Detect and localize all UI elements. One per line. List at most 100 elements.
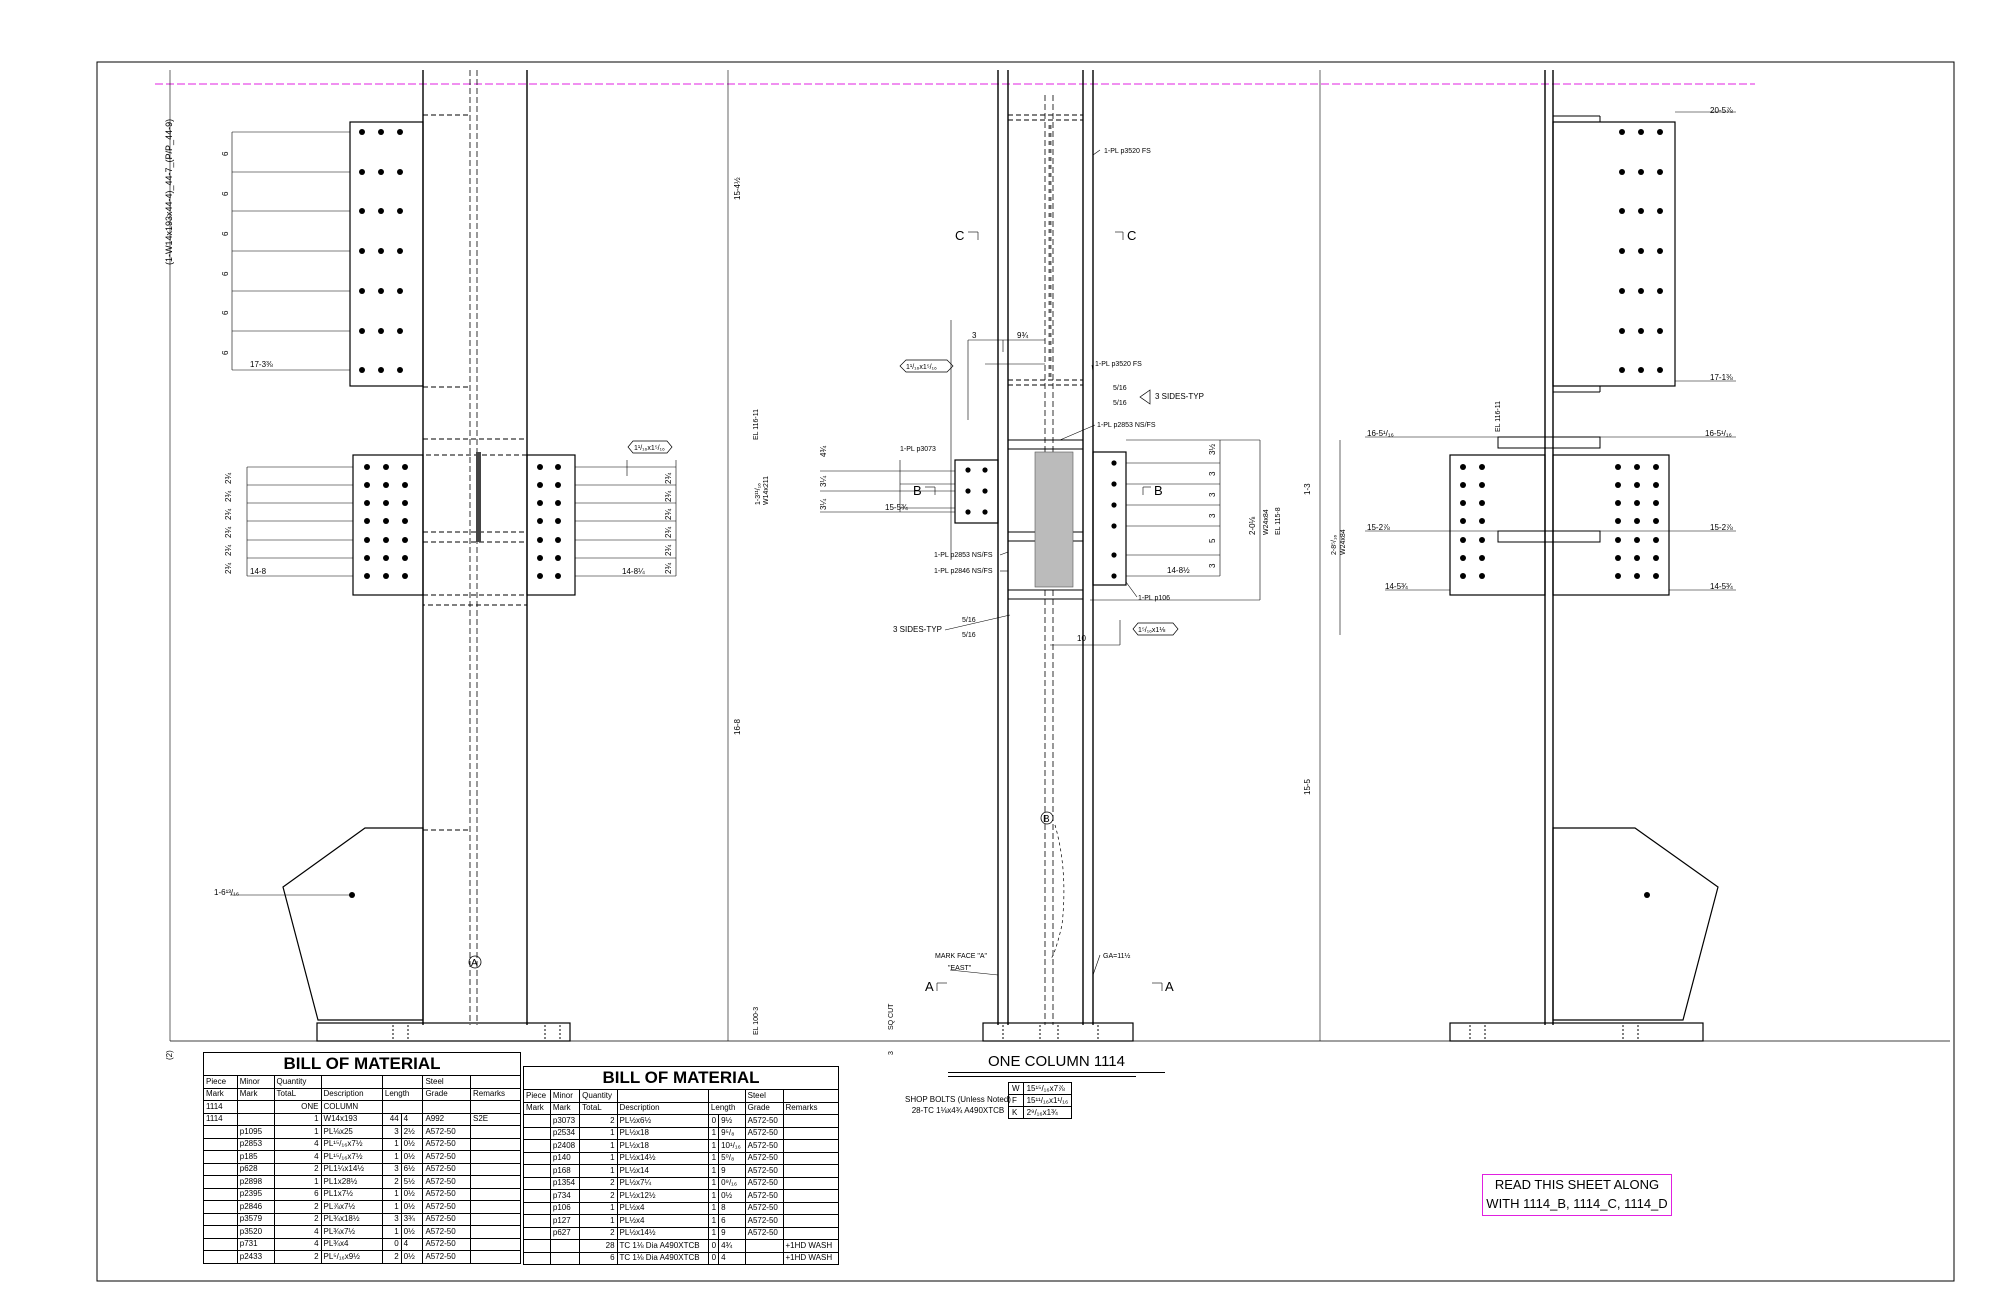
bolt-hole bbox=[1638, 129, 1644, 135]
dim-3-a: 3 bbox=[1208, 471, 1217, 476]
bolt-hole bbox=[1615, 464, 1621, 470]
bolt-hole bbox=[378, 367, 384, 373]
side-label: (1-W14x193x44-4)_44-7_(P/P_44-9) bbox=[164, 119, 174, 265]
dim-3-b: 3 bbox=[1208, 492, 1217, 497]
bolt-hole bbox=[1634, 500, 1640, 506]
sec-c-right: C bbox=[1127, 228, 1136, 243]
dim-3-1-4-b: 3¼ bbox=[819, 499, 828, 510]
pl-3073: 1-PL p3073 bbox=[900, 446, 936, 453]
circle-a-label: A bbox=[471, 958, 478, 969]
dim-6-d: 6 bbox=[221, 271, 230, 276]
bolt-hole bbox=[359, 169, 365, 175]
bolt-hole bbox=[1619, 208, 1625, 214]
bolt-hole bbox=[1479, 537, 1485, 543]
bolt-tag-mid-2: 1⁵/₁₆x1⅛ bbox=[1138, 627, 1165, 634]
bolt-hole bbox=[1460, 500, 1466, 506]
bolt-hole bbox=[359, 129, 365, 135]
bom-left-title: BILL OF MATERIAL bbox=[203, 1052, 521, 1076]
bolt-hole bbox=[378, 208, 384, 214]
bom-right-title: BILL OF MATERIAL bbox=[523, 1066, 839, 1090]
dim-14-8: 14-8 bbox=[250, 567, 267, 576]
view-title: ONE COLUMN 1114 bbox=[948, 1053, 1165, 1073]
dim-2-0-1-8: 2-0⅛ bbox=[1248, 516, 1257, 535]
dim-17-1-3-8: 17-1⅜ bbox=[1710, 373, 1733, 382]
bolt-hole bbox=[378, 169, 384, 175]
bolt-hole bbox=[1653, 518, 1659, 524]
dim-6-e: 6 bbox=[221, 310, 230, 315]
dim-2-3-4-r3: 2¾ bbox=[664, 509, 673, 520]
sides-typ-1: 3 SIDES-TYP bbox=[1155, 392, 1204, 401]
bolt-hole bbox=[537, 537, 543, 543]
dim-3-1-4-a: 3¼ bbox=[819, 476, 828, 487]
el-115-8: EL 115-8 bbox=[1275, 507, 1282, 535]
bolt-hole bbox=[1653, 500, 1659, 506]
side-number: (2) bbox=[165, 1050, 174, 1060]
bolt-hole bbox=[1653, 464, 1659, 470]
bolt-tag-mid-1: 1¹/₁₆x1⁵/₁₆ bbox=[906, 364, 937, 371]
bolt-hole bbox=[1657, 248, 1663, 254]
left-view: 6 6 6 6 6 6 17-3⅜ (1-W14x193x44-4)_44-7_… bbox=[164, 70, 677, 1060]
dim-15-5: 15-5 bbox=[1303, 778, 1312, 795]
bolt-hole bbox=[1638, 328, 1644, 334]
bolt-hole bbox=[383, 555, 389, 561]
weld-5-16-c: 5/16 bbox=[962, 617, 976, 624]
bolt-hole bbox=[1638, 169, 1644, 175]
shear-plate-left bbox=[954, 459, 999, 524]
upper-flange-plate-right bbox=[1552, 121, 1676, 387]
bolt-hole bbox=[1619, 288, 1625, 294]
shop-bolts-note: SHOP BOLTS (Unless Noted) 28-TC 1⅛x4¾ A4… bbox=[905, 1094, 1011, 1116]
read-note-line1: READ THIS SHEET ALONG bbox=[1494, 1177, 1660, 1192]
sec-c-left: C bbox=[955, 228, 964, 243]
dim-14-8-1-2: 14-8½ bbox=[1167, 566, 1190, 575]
dim-3-c: 3 bbox=[1208, 513, 1217, 518]
bolt-hole bbox=[383, 518, 389, 524]
bolt-hole bbox=[1615, 482, 1621, 488]
dim-2-8-5-16: 2-8⁵/₁₆ bbox=[1331, 535, 1338, 555]
bolt-hole bbox=[1615, 555, 1621, 561]
sq-cut: SQ CUT bbox=[888, 1003, 895, 1030]
bolt-hole bbox=[555, 482, 561, 488]
sheet-border bbox=[96, 61, 1955, 1282]
bolt-hole bbox=[1460, 573, 1466, 579]
bolt-hole bbox=[397, 328, 403, 334]
pl-2846-nsfs: 1-PL p2846 NS/FS bbox=[934, 568, 993, 575]
bolt-hole bbox=[1619, 367, 1625, 373]
dim-16-8: 16-8 bbox=[733, 718, 742, 735]
upper-splice-plate bbox=[349, 121, 424, 387]
bolt-hole bbox=[378, 328, 384, 334]
bolt-hole bbox=[359, 328, 365, 334]
right-view: 20-5⅞ 17-1⅜ 16-5¹/₁₆ 16-5¹/₁₆ 15-2⅞ 15-2… bbox=[1331, 70, 1736, 1042]
bolt-hole bbox=[397, 208, 403, 214]
bolt-hole bbox=[402, 555, 408, 561]
bolt-hole bbox=[402, 500, 408, 506]
bolt-hole bbox=[1653, 573, 1659, 579]
dim-2-3-4-r2: 2¾ bbox=[664, 491, 673, 502]
bolt-hole bbox=[359, 288, 365, 294]
dim-2-3-4-r6: 2¾ bbox=[664, 563, 673, 574]
el-116-11: EL 116-11 bbox=[753, 409, 760, 440]
bolt-hole bbox=[402, 573, 408, 579]
bolt-hole bbox=[383, 537, 389, 543]
middle-view: 15-4½ 16-8 EL 116-11 EL 100-3 1-3¹¹/₁₆ W… bbox=[733, 70, 1312, 1055]
el-116-11-right: EL 116-11 bbox=[1495, 401, 1502, 432]
bolt-hole bbox=[364, 573, 370, 579]
bolt-hole bbox=[383, 464, 389, 470]
bolt-hole bbox=[1657, 367, 1663, 373]
base-plate-mid bbox=[982, 1022, 1134, 1042]
dim-2-3-4-r5: 2¾ bbox=[664, 545, 673, 556]
dim-14-5-3-4-l: 14-5¾ bbox=[1385, 582, 1408, 591]
